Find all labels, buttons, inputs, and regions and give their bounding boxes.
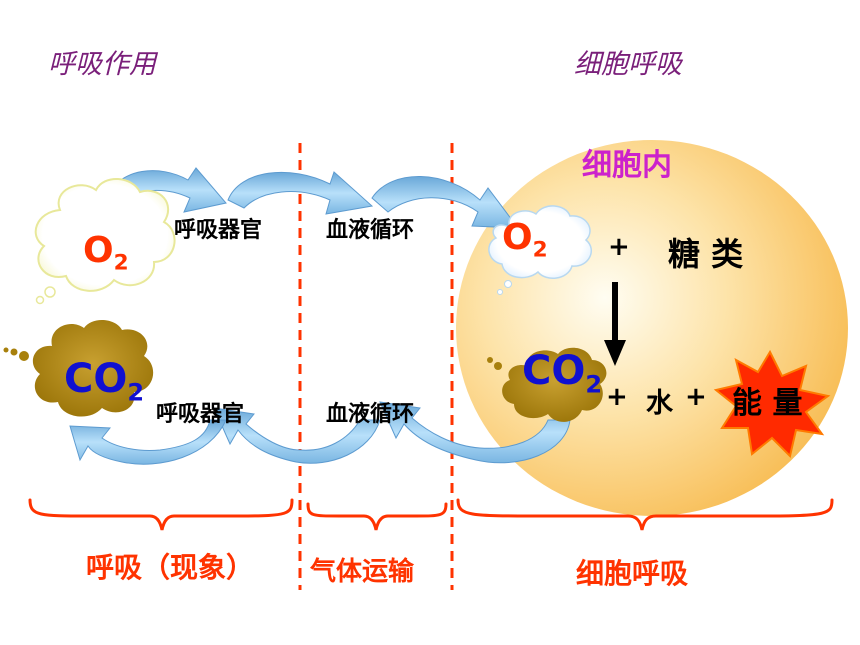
bottom-blood-circulation-label: 血液循环 <box>326 402 415 427</box>
stage-breathing-label: 呼吸（现象） <box>86 551 255 584</box>
energy-starburst <box>713 349 831 458</box>
brace-cellular <box>456 498 834 531</box>
equation-energy: 能 量 <box>732 386 803 421</box>
co2-inner-label: CO2 <box>522 348 603 399</box>
top-blood-circulation-label: 血液循环 <box>326 218 415 243</box>
reaction-down-arrow <box>604 282 626 366</box>
equation-plus-2: + <box>606 382 628 412</box>
o2-inner-cloud <box>488 205 592 295</box>
title-respiration: 呼吸作用 <box>48 49 156 80</box>
co2-inner-cloud <box>487 347 607 422</box>
o2-outer-label: O2 <box>83 230 129 276</box>
o2-flow-arrows <box>107 167 520 229</box>
brace-transport <box>306 502 448 531</box>
equation-plus-1: + <box>608 232 630 262</box>
co2-outer-label: CO2 <box>64 356 145 407</box>
top-respiratory-organ-label: 呼吸器官 <box>174 218 263 243</box>
title-cellular-respiration: 细胞呼吸 <box>574 49 682 80</box>
brace-breathing <box>28 498 294 531</box>
cell-label: 细胞内 <box>582 148 672 183</box>
stage-cellular-label: 细胞呼吸 <box>576 557 689 590</box>
co2-flow-arrows <box>69 401 571 465</box>
equation-water: 水 <box>646 388 673 419</box>
equation-plus-3: + <box>685 382 707 412</box>
stage-braces <box>28 498 834 531</box>
stage-transport-label: 气体运输 <box>310 557 415 587</box>
bottom-respiratory-organ-label: 呼吸器官 <box>156 402 245 427</box>
o2-outer-cloud <box>34 178 176 305</box>
o2-inner-label: O2 <box>502 217 548 263</box>
equation-sugar: 糖 类 <box>668 235 744 273</box>
co2-outer-cloud <box>3 319 154 417</box>
